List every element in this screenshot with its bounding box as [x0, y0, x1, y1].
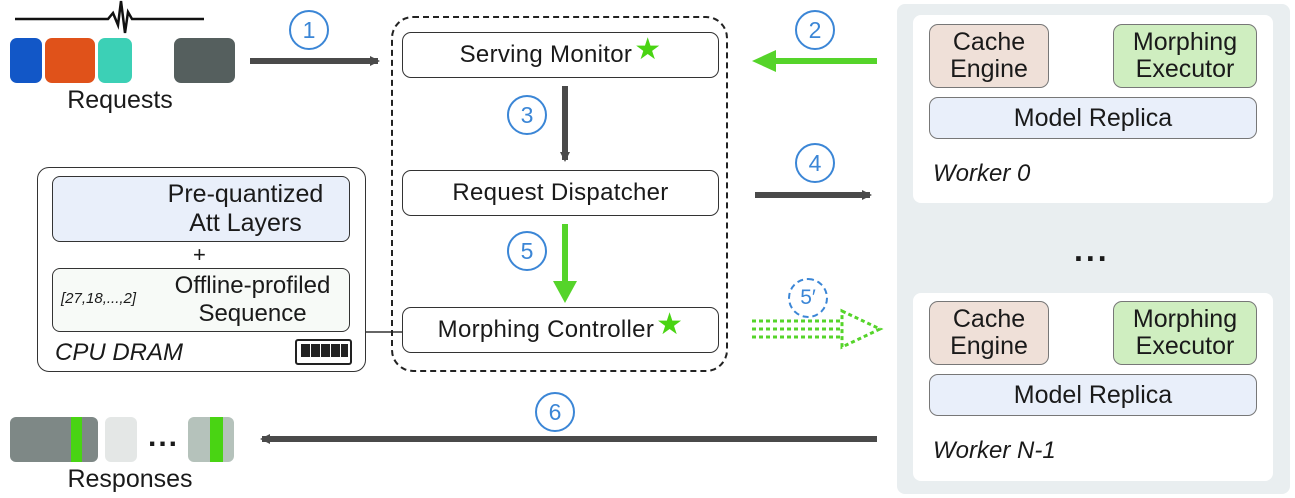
step-4-badge: 4: [795, 143, 835, 183]
worker-n-1-cache-engine: Cache Engine: [929, 301, 1049, 365]
step-1-badge: 1: [289, 10, 329, 50]
serving-monitor-star-icon: ★: [634, 32, 662, 66]
arrow-step-2-head: [752, 50, 776, 72]
step-5-prime-badge: 5′: [788, 278, 828, 318]
step-3-badge: 3: [507, 95, 547, 135]
step-5-badge: 5: [507, 231, 547, 271]
prequantized-line-2: Att Layers: [189, 209, 302, 237]
worker-n-1-morphing-executor: Morphing Executor: [1113, 301, 1257, 365]
request-block-orange: [45, 38, 95, 83]
worker-0-morphing-executor: Morphing Executor: [1113, 24, 1257, 88]
worker-n-1-replica-label: Model Replica: [1013, 380, 1173, 409]
request-dispatcher-box: Request Dispatcher: [402, 170, 719, 216]
worker-0-cache-line-1: Cache: [952, 28, 1026, 56]
offline-sequence-box: [52, 268, 350, 332]
worker-0-morph-line-1: Morphing: [1132, 28, 1238, 56]
prequantized-layers-box: [52, 176, 350, 242]
prequantized-layers-text: Pre-quantized Att Layers: [148, 180, 343, 238]
offline-sequence-text: Offline-profiled Sequence: [160, 272, 345, 328]
worker-0-model-replica: Model Replica: [929, 97, 1257, 139]
request-dispatcher-label: Request Dispatcher: [452, 179, 669, 206]
controller-group: [391, 16, 728, 372]
cpu-dram-box: [37, 167, 366, 372]
memory-chip-icon: [295, 339, 352, 365]
arrow-step-5-prime: [752, 308, 884, 350]
response-block-1-marker: [71, 417, 82, 462]
worker-n-1-model-replica: Model Replica: [929, 374, 1257, 416]
step-2-badge: 2: [795, 10, 835, 50]
worker-0-replica-label: Model Replica: [1013, 103, 1173, 132]
response-block-2: [105, 417, 137, 462]
responses-ellipsis: ...: [148, 420, 180, 453]
worker-0-morph-line-2: Executor: [1135, 55, 1235, 83]
request-block-teal: [98, 38, 132, 83]
request-block-gray: [174, 38, 235, 83]
worker-n-1-morph-line-2: Executor: [1135, 332, 1235, 360]
request-block-blue: [10, 38, 42, 83]
worker-0-cache-engine: Cache Engine: [929, 24, 1049, 88]
offline-line-2: Sequence: [198, 300, 307, 327]
prequantized-line-1: Pre-quantized: [167, 180, 324, 208]
worker-0-cache-line-2: Engine: [950, 55, 1028, 83]
responses-label: Responses: [67, 465, 193, 493]
workers-ellipsis: ...: [1074, 232, 1110, 268]
requests-label: Requests: [67, 86, 173, 114]
sequence-example: [27,18,...,2]: [61, 290, 137, 307]
response-block-3-marker: [210, 417, 223, 462]
offline-line-1: Offline-profiled: [174, 272, 331, 299]
heartbeat-line: [15, 0, 204, 34]
step-6-badge: 6: [535, 392, 575, 432]
worker-n-1-cache-line-2: Engine: [950, 332, 1028, 360]
worker-n-1-morph-line-1: Morphing: [1132, 305, 1238, 333]
serving-monitor-box: Serving Monitor ★: [402, 32, 719, 78]
morphing-controller-label: Morphing Controller: [437, 316, 655, 343]
worker-n-1-cache-line-1: Cache: [952, 305, 1026, 333]
cpu-dram-label: CPU DRAM: [55, 339, 184, 366]
morphing-controller-box: Morphing Controller ★: [402, 307, 719, 353]
worker-0-label: Worker 0: [933, 160, 1031, 187]
serving-monitor-label: Serving Monitor: [459, 41, 633, 68]
response-block-1: [10, 417, 98, 462]
plus-sign: +: [193, 242, 206, 267]
morphing-controller-star-icon: ★: [656, 307, 684, 341]
worker-n-1-label: Worker N-1: [933, 437, 1056, 464]
arrow-step-5-head: [553, 281, 577, 303]
